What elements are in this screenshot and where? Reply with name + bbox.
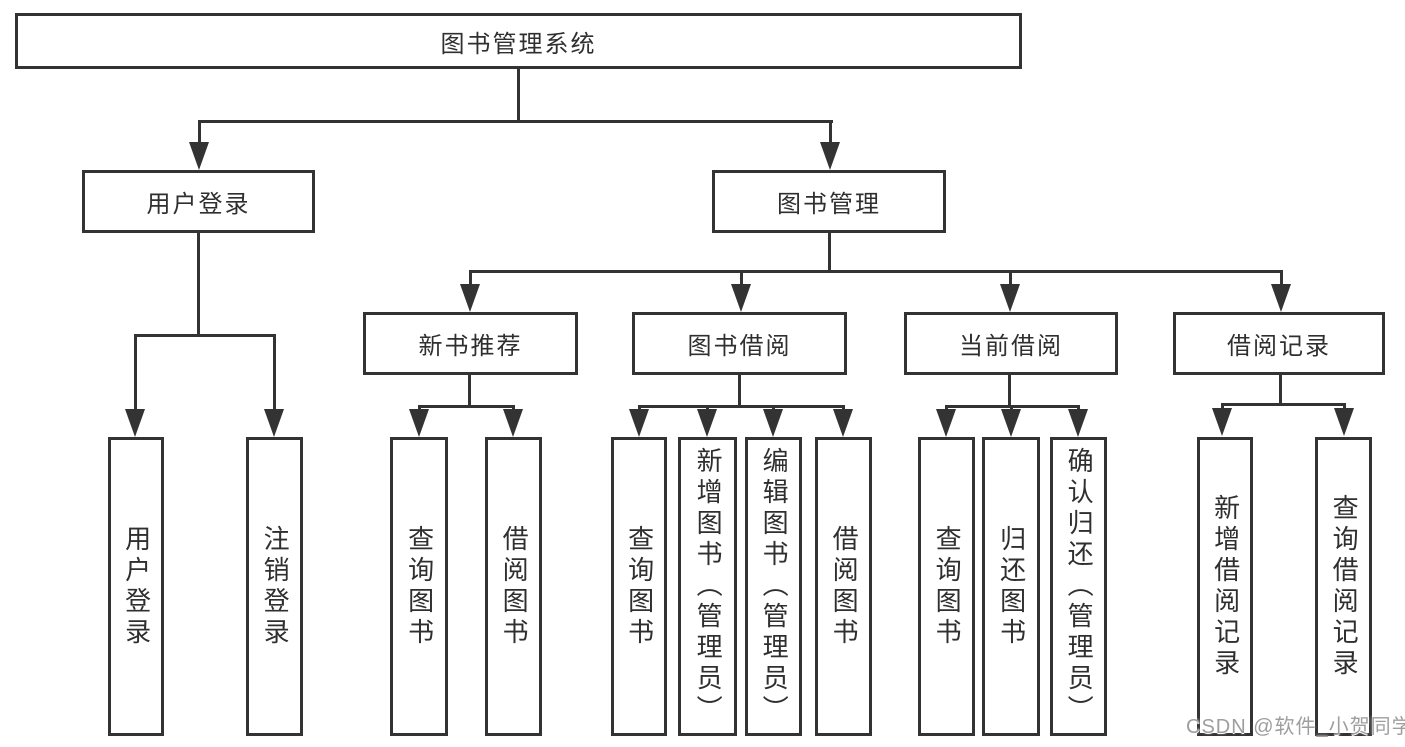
leaf-bb-edit-books-admin-label: 编辑图书（管理员） [759, 447, 790, 726]
leaf-logout: 注销登录 [246, 437, 303, 736]
arrowhead-icon [460, 284, 480, 312]
connector-line [1008, 375, 1011, 407]
connector-line [740, 270, 743, 287]
arrowhead-icon [820, 142, 840, 170]
leaf-logout-label: 注销登录 [260, 524, 291, 649]
connector-line [1221, 403, 1224, 411]
leaf-cb-query-books-label: 查询图书 [932, 524, 963, 649]
connector-line [134, 334, 275, 337]
leaf-nb-query-books: 查询图书 [390, 437, 448, 736]
node-current-borrow: 当前借阅 [904, 312, 1118, 375]
connector-line [1221, 403, 1345, 406]
node-new-book-recommend: 新书推荐 [363, 312, 578, 375]
node-current-borrow-label: 当前借阅 [959, 333, 1063, 360]
arrowhead-icon [1271, 284, 1291, 312]
leaf-bb-borrow-books: 借阅图书 [815, 437, 872, 736]
connector-line [134, 334, 137, 412]
arrowhead-icon [125, 409, 145, 437]
leaf-bb-query-books: 查询图书 [611, 437, 667, 736]
connector-line [829, 120, 832, 146]
arrowhead-icon [189, 142, 209, 170]
arrowhead-icon [409, 409, 429, 437]
leaf-bb-borrow-books-label: 借阅图书 [829, 524, 860, 649]
arrowhead-icon [936, 409, 956, 437]
arrowhead-icon [1212, 408, 1232, 436]
leaf-br-query-record: 查询借阅记录 [1315, 437, 1372, 736]
node-new-book-recommend-label: 新书推荐 [418, 333, 523, 360]
node-user-login-label: 用户登录 [146, 191, 251, 218]
leaf-user-login: 用户登录 [108, 437, 164, 736]
arrowhead-icon [1001, 409, 1021, 437]
connector-line [1009, 270, 1012, 287]
node-root-label: 图书管理系统 [440, 30, 597, 58]
node-user-login: 用户登录 [82, 170, 315, 233]
leaf-nb-borrow-books-label: 借阅图书 [499, 524, 530, 649]
connector-line [273, 334, 276, 412]
leaf-bb-add-books-admin-label: 新增图书（管理员） [693, 447, 724, 726]
connector-line [738, 375, 741, 407]
connector-line [418, 405, 515, 408]
connector-line [198, 120, 833, 123]
connector-line [469, 270, 1282, 273]
arrowhead-icon [731, 284, 751, 312]
leaf-nb-borrow-books: 借阅图书 [485, 437, 542, 736]
connector-line [468, 375, 471, 407]
leaf-bb-query-books-label: 查询图书 [624, 524, 655, 649]
arrowhead-icon [629, 409, 649, 437]
connector-line [198, 120, 201, 146]
leaf-cb-confirm-return-admin-label: 确认归还（管理员） [1064, 447, 1095, 726]
arrowhead-icon [1000, 284, 1020, 312]
node-book-borrow: 图书借阅 [632, 312, 847, 375]
connector-line [517, 69, 520, 121]
leaf-cb-return-books-label: 归还图书 [996, 524, 1027, 649]
node-root: 图书管理系统 [15, 13, 1022, 69]
node-borrow-records: 借阅记录 [1173, 312, 1385, 375]
arrowhead-icon [697, 409, 717, 437]
connector-line [1279, 375, 1282, 406]
leaf-cb-confirm-return-admin: 确认归还（管理员） [1050, 437, 1107, 736]
arrowhead-icon [763, 409, 783, 437]
node-borrow-records-label: 借阅记录 [1227, 333, 1331, 360]
arrowhead-icon [833, 409, 853, 437]
connector-line [1343, 403, 1346, 411]
leaf-cb-return-books: 归还图书 [982, 437, 1040, 736]
node-book-management: 图书管理 [712, 170, 946, 233]
connector-line [828, 233, 831, 272]
leaf-cb-query-books: 查询图书 [918, 437, 975, 736]
connector-line [638, 405, 845, 408]
leaf-br-query-record-label: 查询借阅记录 [1329, 493, 1360, 680]
connector-line [197, 233, 200, 336]
arrowhead-icon [1334, 408, 1354, 436]
watermark-text: CSDN @软件_小贺同学 [1186, 716, 1405, 738]
connector-line [469, 270, 472, 287]
node-book-borrow-label: 图书借阅 [687, 333, 792, 360]
leaf-br-add-record: 新增借阅记录 [1197, 437, 1253, 736]
leaf-user-login-label: 用户登录 [121, 524, 152, 649]
arrowhead-icon [264, 409, 284, 437]
leaf-bb-add-books-admin: 新增图书（管理员） [678, 437, 737, 736]
arrowhead-icon [1068, 409, 1088, 437]
arrowhead-icon [503, 409, 523, 437]
leaf-bb-edit-books-admin: 编辑图书（管理员） [745, 437, 802, 736]
connector-line [1280, 270, 1283, 287]
leaf-br-add-record-label: 新增借阅记录 [1210, 493, 1241, 680]
node-book-management-label: 图书管理 [777, 191, 881, 218]
leaf-nb-query-books-label: 查询图书 [404, 524, 435, 649]
